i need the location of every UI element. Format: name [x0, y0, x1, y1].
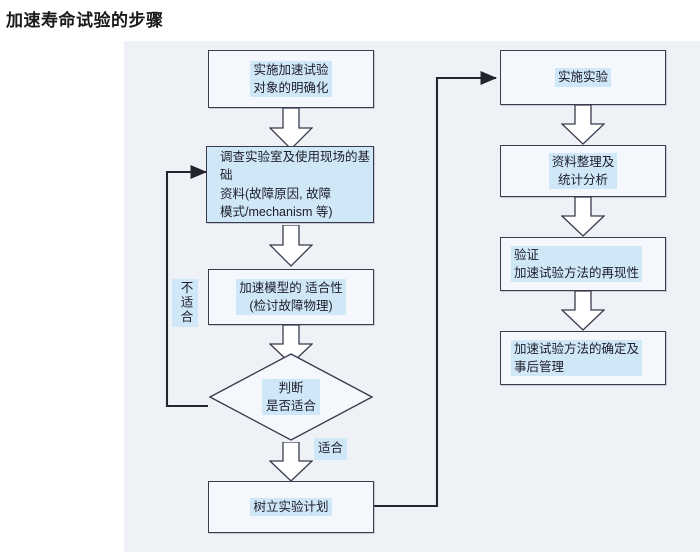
- decision-label-wrap: 判断 是否适合: [208, 352, 374, 442]
- node-run-experiment[interactable]: 实施实验: [500, 50, 666, 105]
- node-clarify-target[interactable]: 实施加速试验 对象的明确化: [208, 50, 374, 108]
- node-finalize-method[interactable]: 加速试验方法的确定及 事后管理: [500, 331, 666, 385]
- node-model-fitness[interactable]: 加速模型的 适合性 (检讨故障物理): [208, 269, 374, 325]
- node-label: 调查实验室及使用现场的基础 资料(故障原因, 故障 模式/mechanism 等…: [220, 150, 371, 219]
- node-survey-data[interactable]: 调查实验室及使用现场的基础 资料(故障原因, 故障 模式/mechanism 等…: [206, 146, 374, 223]
- node-judge-suitability[interactable]: 判断 是否适合: [208, 352, 374, 442]
- node-label: 加速试验方法的确定及 事后管理: [511, 339, 643, 377]
- node-verify-repeat[interactable]: 验证 加速试验方法的再现性: [500, 237, 666, 291]
- node-label: 判断 是否适合: [261, 378, 320, 416]
- arrow-verify-to-finalize: [561, 291, 605, 331]
- node-label: 资料整理及 统计分析: [548, 152, 618, 190]
- node-label: 树立实验计划: [250, 497, 332, 517]
- arrow-model-to-decision: [269, 325, 313, 365]
- arrow-survey-to-model: [269, 225, 313, 267]
- arrow-run-to-analysis: [561, 105, 605, 145]
- arrow-clarify-to-survey: [269, 108, 313, 150]
- arrow-decision-to-plan: [269, 442, 313, 482]
- node-label: 实施实验: [554, 68, 611, 87]
- edge-label-suitable: 适合: [314, 438, 348, 460]
- node-data-analysis[interactable]: 资料整理及 统计分析: [500, 145, 666, 197]
- edge-label-not-suitable: 不适合: [172, 279, 198, 327]
- node-plan-experiment[interactable]: 树立实验计划: [208, 481, 374, 533]
- arrow-analysis-to-verify: [561, 197, 605, 237]
- node-label: 加速模型的 适合性 (检讨故障物理): [236, 278, 346, 316]
- page-title: 加速寿命试验的步骤: [6, 11, 164, 30]
- node-label: 验证 加速试验方法的再现性: [511, 245, 643, 283]
- node-label: 实施加速试验 对象的明确化: [250, 60, 332, 98]
- flowchart-canvas: 实施加速试验 对象的明确化 调查实验室及使用现场的基础 资料(故障原因, 故障 …: [124, 41, 700, 552]
